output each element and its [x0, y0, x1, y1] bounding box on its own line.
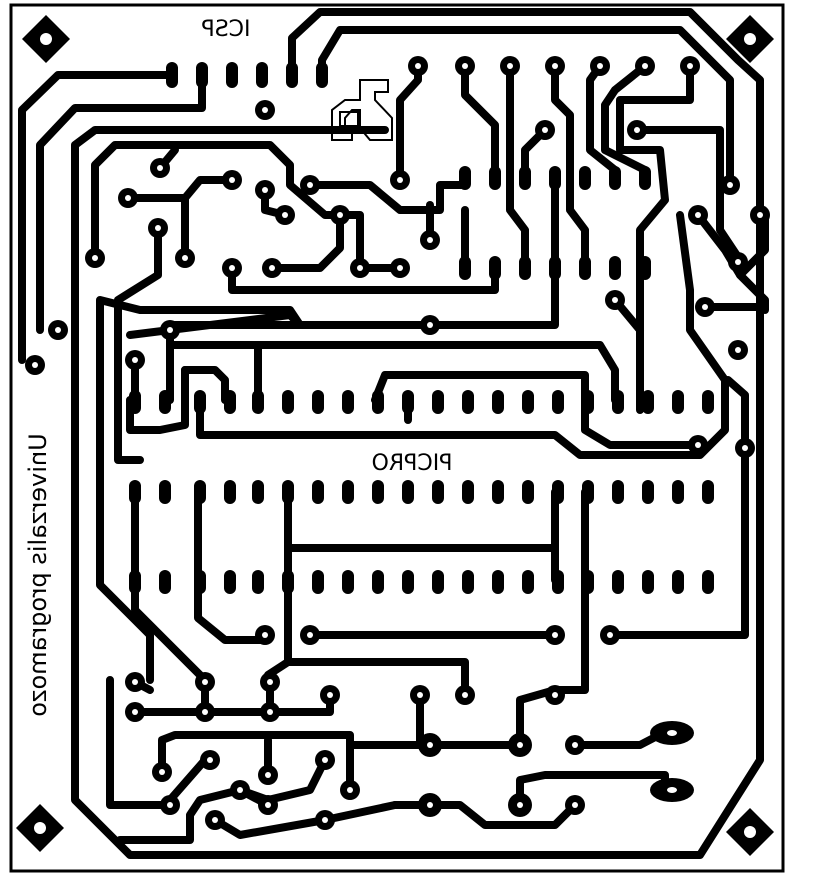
- round-pads: [25, 56, 770, 830]
- mounting-hole-icon: [726, 808, 774, 856]
- socket-row-1: [129, 390, 714, 414]
- oblong-pads: [129, 62, 714, 594]
- mounting-hole-icon: [726, 15, 774, 63]
- oval-connector-pad-icon: [650, 721, 694, 802]
- mounting-hole-icon: [16, 804, 64, 852]
- board-outline: [9, 3, 785, 873]
- icsp-label-text: ICSP: [201, 17, 250, 42]
- socket-row-3: [129, 570, 714, 594]
- picpro-label: PICPRO: [372, 451, 453, 476]
- socket-row-2: [129, 480, 714, 504]
- mounting-holes: [16, 15, 774, 856]
- picpro-label-text: PICPRO: [372, 451, 453, 476]
- logo: [331, 79, 393, 141]
- icsp-label: ICSP: [201, 17, 250, 42]
- vertical-note-text: Univerzalis programozo: [24, 433, 52, 716]
- pad-holes: [32, 63, 763, 823]
- vertical-note: Univerzalis programozo: [24, 433, 52, 716]
- pcb-pad-icon: [25, 56, 770, 830]
- mounting-hole-icon: [22, 15, 70, 63]
